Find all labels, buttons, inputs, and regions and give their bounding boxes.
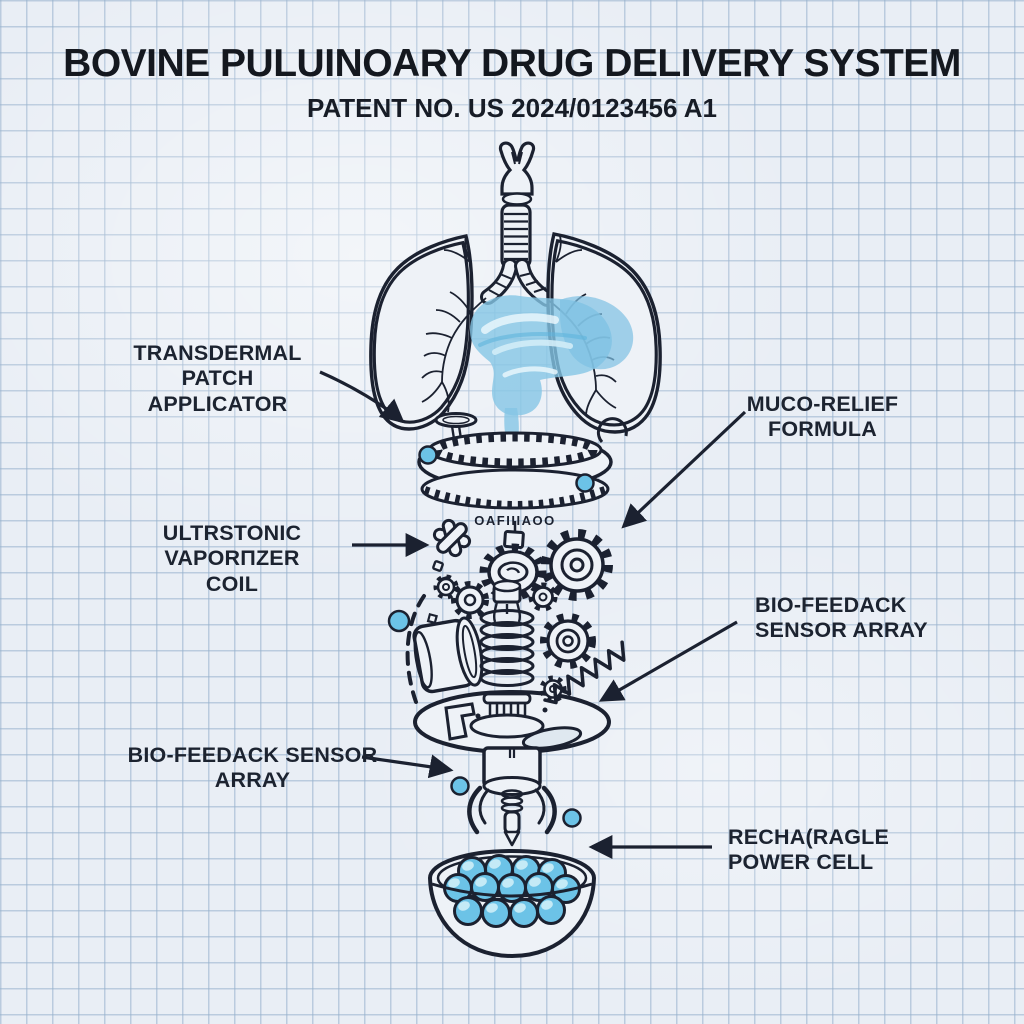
larynx [498, 141, 536, 206]
sensor-platform [413, 690, 611, 754]
label-ultrasonic-vaporizer-coil: ULTRSTONIC VAPORΠZER COIL [162, 521, 302, 596]
left-lung [369, 234, 487, 431]
vaporizer-disc: OAFIIIAOO [417, 431, 613, 549]
annotation-arrows [319, 370, 747, 859]
arrow-biofeedback-right [598, 620, 738, 702]
spring-column [479, 579, 535, 687]
label-transdermal-patch-applicator: TRANSDERMAL PATCH APPLICATOR [133, 341, 302, 416]
arrow-biofeedback-left [361, 754, 454, 779]
diagonal-spring [543, 640, 626, 705]
page-title: BOVINE PULUINOARY DRUG DELIVERY SYSTEM [63, 42, 961, 85]
patent-number: PATENT NO. US 2024/0123456 A1 [307, 93, 717, 123]
scatter-dots [387, 445, 595, 828]
label-biofeedback-sensor-array-right: BIO-FEEDACK SENSOR ARRAY [755, 593, 928, 643]
left-bronchial-tree [421, 235, 487, 413]
disc-etching: OAFIIIAOO [474, 513, 555, 528]
label-biofeedback-sensor-array-left: BIO-FEEDACK SENSOR ARRAY [127, 743, 378, 793]
actuator-claw [467, 746, 557, 847]
trachea [480, 203, 555, 307]
page-header: BOVINE PULUINOARY DRUG DELIVERY SYSTEM P… [0, 42, 1024, 124]
arrow-transdermal [319, 370, 405, 424]
drum-cylinder [412, 616, 484, 694]
power-cell-bowl [427, 849, 597, 959]
label-muco-relief-formula: MUCO-RELIEF FORMULA [746, 392, 899, 442]
gear-small-mid [528, 582, 558, 612]
formula-swirl [470, 295, 634, 452]
gear-small-left [451, 581, 489, 619]
arrow-muco-relief [621, 410, 747, 529]
label-rechargeable-power-cell: RECHA(RAGLE POWER CELL [728, 825, 890, 875]
gear-right-lower [540, 613, 596, 669]
pellets [431, 854, 593, 928]
gear-large-right [541, 529, 613, 601]
gear-tiny-left [433, 574, 459, 600]
